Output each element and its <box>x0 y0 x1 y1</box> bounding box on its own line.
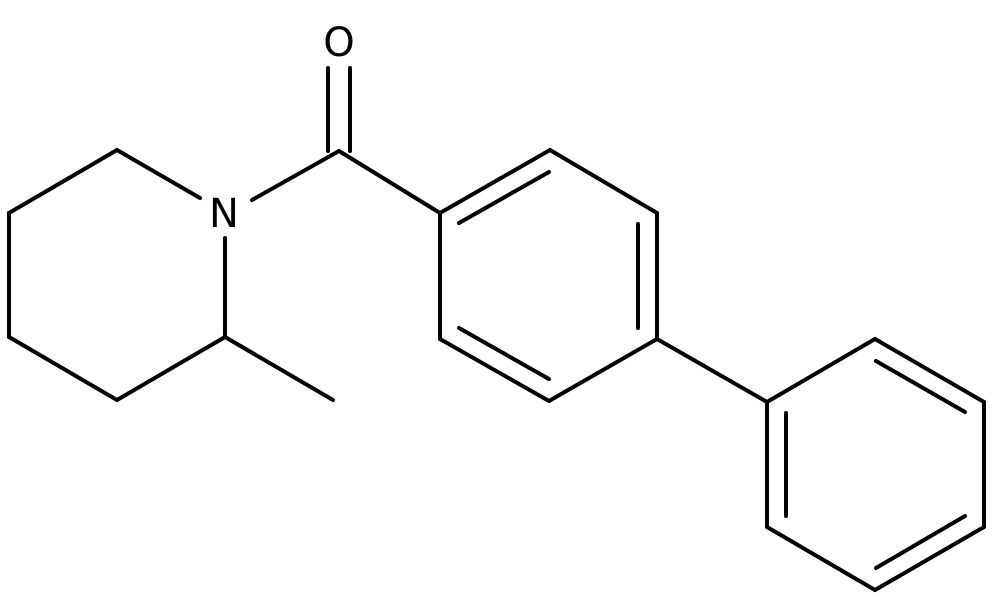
nitrogen-atom-label: N <box>209 191 239 237</box>
atom-labels: O N <box>209 20 355 237</box>
benzene-a-bond-5 <box>438 337 551 403</box>
benzene-a-bond-1 <box>438 148 552 215</box>
piperidine-bond-4 <box>7 335 119 402</box>
carbonyl-to-nitrogen-bond <box>250 149 341 202</box>
bonds <box>7 66 986 592</box>
benzene-b-bond-1 <box>765 337 877 404</box>
benzene-b-bond-2 <box>873 337 986 404</box>
methyl-bond <box>223 335 335 402</box>
benzene-b-inner-2 <box>874 359 967 414</box>
piperidine-bond-1 <box>115 148 202 200</box>
benzene-b-bond-4 <box>873 525 986 592</box>
benzene-b-bond-5 <box>765 525 877 592</box>
biaryl-bond <box>655 337 769 404</box>
carbonyl-to-ring-bond <box>337 149 442 215</box>
benzene-b-inner-4 <box>874 514 967 570</box>
piperidine-bond-5 <box>115 335 227 402</box>
oxygen-atom-label: O <box>323 20 354 66</box>
benzene-a-bond-4 <box>547 337 659 403</box>
benzene-a-bond-2 <box>548 148 659 215</box>
benzene-a-inner-1 <box>457 170 551 225</box>
piperidine-bond-2 <box>7 148 119 215</box>
benzene-a-inner-5 <box>457 326 551 381</box>
